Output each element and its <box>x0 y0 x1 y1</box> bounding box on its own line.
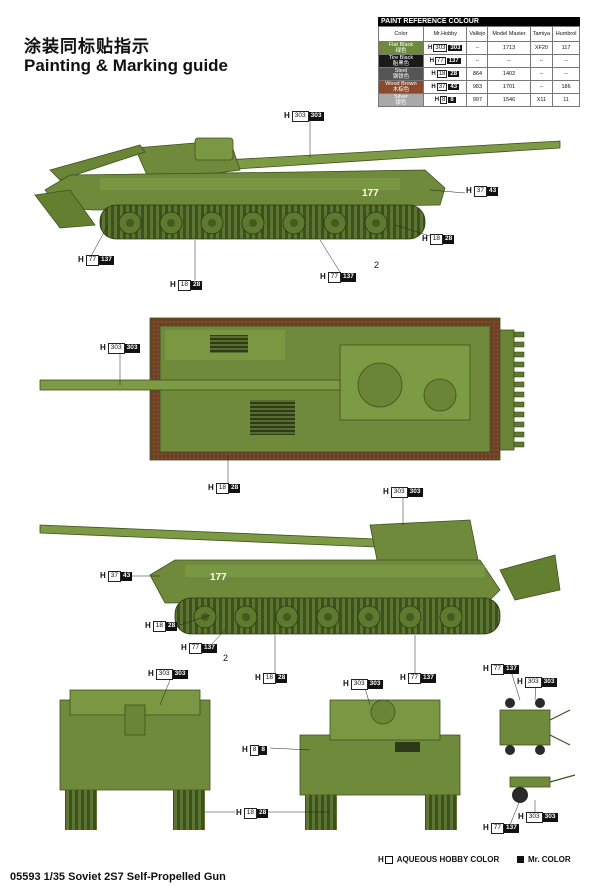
paint-color-name: Tire Black <box>388 55 414 62</box>
wheel-hub <box>208 219 216 227</box>
side-view-right <box>34 137 561 240</box>
aqueous-box-icon <box>384 855 393 864</box>
wheel-hub <box>406 613 414 621</box>
paint-color-name-cn: 木棕色 <box>392 87 410 94</box>
top-view <box>39 317 525 461</box>
front-view <box>299 699 461 830</box>
wheel-hub <box>290 219 298 227</box>
shell-cart <box>499 698 576 803</box>
wheel-hub <box>365 613 373 621</box>
spade-tooth <box>513 441 525 448</box>
mr-square-icon <box>517 856 524 863</box>
paint-color-name-cn: 胎黑色 <box>392 61 410 68</box>
side-view-left <box>39 519 561 635</box>
spade-tooth <box>513 391 525 398</box>
spade-tooth <box>513 341 525 348</box>
wheel-hub <box>126 219 134 227</box>
page-title-cn: 涂装同标贴指示 <box>24 37 150 57</box>
wheel-hub <box>242 613 250 621</box>
wheel-hub <box>447 613 455 621</box>
wheel-hub <box>324 613 332 621</box>
paint-reference-table: PAINT REFERENCE COLOUR Color Mr.Hobby Va… <box>378 17 580 108</box>
aqueous-label: AQUEOUS HOBBY COLOR <box>396 855 500 864</box>
wheel-hub <box>372 219 380 227</box>
paint-modelmaster: 1402 <box>487 67 531 82</box>
paint-table-title: PAINT REFERENCE COLOUR <box>378 17 580 26</box>
wheel-hub <box>249 219 257 227</box>
paint-color-name: Steel <box>394 68 408 75</box>
hull-number-2: 177 <box>210 572 227 583</box>
paint-modelmaster: 1713 <box>487 40 531 56</box>
paint-color-name-cn: 银色 <box>395 100 407 107</box>
spade-tooth <box>513 411 525 418</box>
paint-color-name: Silver <box>394 94 408 101</box>
rear-view <box>59 689 211 830</box>
wheel-hub <box>201 613 209 621</box>
spade-tooth <box>513 421 525 428</box>
paint-modelmaster: 1546 <box>487 93 531 108</box>
footer-title: 05593 1/35 Soviet 2S7 Self-Propelled Gun <box>10 871 226 883</box>
wheel-hub <box>167 219 175 227</box>
marker-number-2: 2 <box>223 653 229 663</box>
paint-tamiya: X11 <box>529 93 554 108</box>
hull-number-1: 177 <box>362 188 379 199</box>
marker-number-1: 2 <box>374 260 380 270</box>
paint-humbrol: 11 <box>552 93 580 108</box>
paint-color-name-cn: 钢铁色 <box>392 74 410 81</box>
leader-lines <box>89 120 537 826</box>
legend-aqueous: H AQUEOUS HOBBY COLOR <box>378 855 499 864</box>
legend-mr: Mr. COLOR <box>517 855 571 864</box>
spade-tooth <box>513 361 525 368</box>
spade-tooth <box>513 371 525 378</box>
wheel-hub <box>331 219 339 227</box>
wheel-hub <box>283 613 291 621</box>
spade-tooth <box>513 351 525 358</box>
paint-color-name: Wood Brown <box>385 81 417 88</box>
paint-table-header: Color Mr.Hobby Vallejo Model Master Tami… <box>378 26 580 42</box>
page-title-en: Painting & Marking guide <box>24 56 229 75</box>
spade-tooth <box>513 401 525 408</box>
paint-humbrol: 117 <box>552 40 580 56</box>
mr-label: Mr. COLOR <box>528 855 571 864</box>
spade-tooth <box>513 431 525 438</box>
spade-tooth <box>513 331 525 338</box>
paint-color-name-cn: 绿色 <box>395 48 407 55</box>
spade-tooth <box>513 381 525 388</box>
aqueous-symbol: H <box>378 855 384 864</box>
paint-color-name: Flat Black <box>388 42 414 48</box>
